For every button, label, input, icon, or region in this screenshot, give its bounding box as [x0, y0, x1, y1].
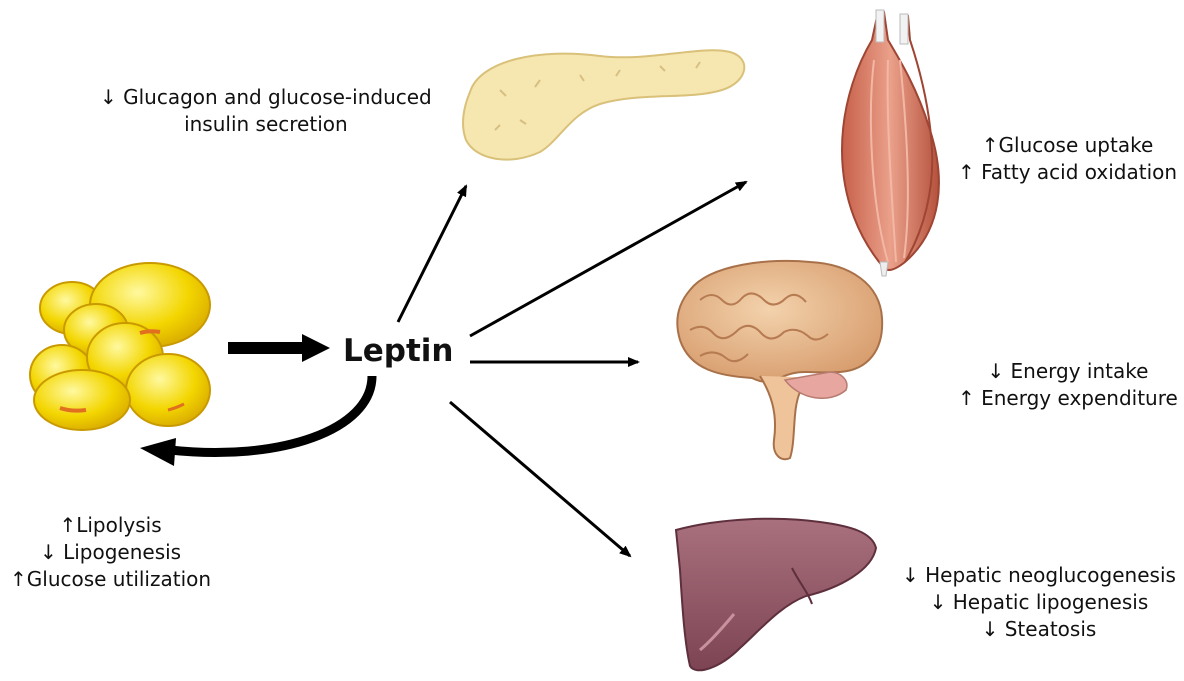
leptin-label: Leptin	[343, 331, 453, 371]
effect-line: ↑Glucose utilization	[10, 566, 211, 593]
effect-line: ↓ Energy intake	[958, 358, 1178, 385]
effect-line: ↑ Energy expenditure	[958, 385, 1178, 412]
effect-line: ↑ Fatty acid oxidation	[958, 159, 1177, 186]
effect-line: ↑Lipolysis	[10, 512, 211, 539]
arrow-to-liver	[450, 402, 630, 556]
effect-line: ↓ Steatosis	[902, 616, 1176, 643]
effect-line: ↑Glucose uptake	[958, 132, 1177, 159]
brain-illustration	[677, 261, 882, 459]
effect-line: ↓ Hepatic neoglucogenesis	[902, 562, 1176, 589]
arrow-to-pancreas	[398, 186, 466, 322]
effect-line: insulin secretion	[100, 111, 432, 138]
pancreas-illustration	[463, 50, 744, 159]
muscle-effects: ↑Glucose uptake ↑ Fatty acid oxidation	[958, 132, 1177, 186]
liver-effects: ↓ Hepatic neoglucogenesis ↓ Hepatic lipo…	[902, 562, 1176, 643]
adipose-tissue-illustration	[30, 263, 210, 430]
effect-line: ↓ Glucagon and glucose-induced	[100, 84, 432, 111]
muscle-illustration	[842, 10, 939, 276]
pancreas-effects: ↓ Glucagon and glucose-induced insulin s…	[100, 84, 432, 138]
effect-line: ↓ Hepatic lipogenesis	[902, 589, 1176, 616]
liver-illustration	[676, 519, 876, 671]
adipose-effects: ↑Lipolysis ↓ Lipogenesis ↑Glucose utiliz…	[10, 512, 211, 593]
effect-line: ↓ Lipogenesis	[10, 539, 211, 566]
brain-effects: ↓ Energy intake ↑ Energy expenditure	[958, 358, 1178, 412]
